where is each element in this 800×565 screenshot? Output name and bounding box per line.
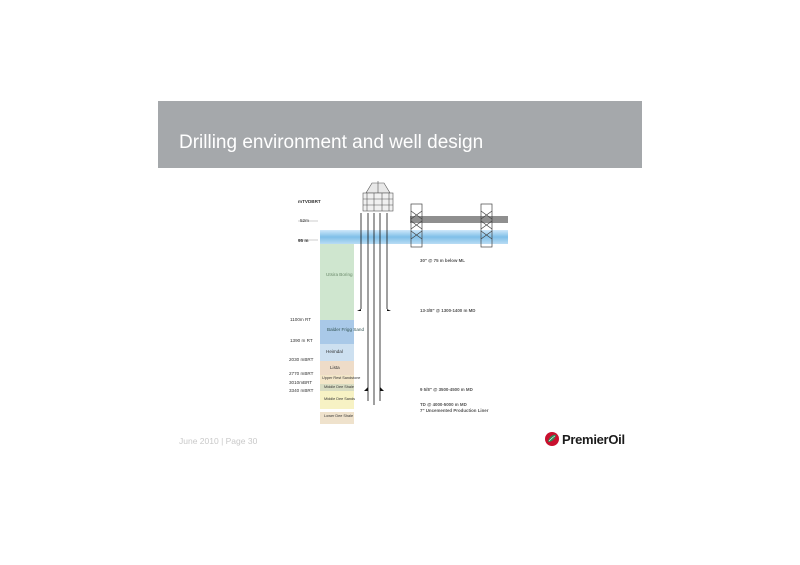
seabed-depth-label: 95 m [298,238,309,243]
casing-note: 9 5/8" @ 3500-4500 m MD [420,387,473,392]
casing-note: TD @ 4000-5000 m MD [420,402,467,407]
formation-lista [320,361,354,375]
depth-label: 1100m RT [290,317,312,322]
depth-header: mTVDBRT [298,199,321,204]
title-bar: Drilling environment and well design [158,101,642,168]
platform-deck [410,216,508,223]
footer-date-page: June 2010 | Page 30 [179,436,258,446]
formation-label: Balder Frigg Sand [327,327,365,332]
depth-label: 1390 m RT [290,338,313,343]
well-schematic [298,181,508,424]
depth-label: 3340 mBRT [289,388,314,393]
casing-note: 13-3/8" @ 1300-1400 m MD [420,308,476,313]
depth-label: 2030 mBRT [289,357,314,362]
formation-label: Middle Dee Sands [324,397,356,401]
formation-label: Upper Rest Sandstone [322,376,361,380]
slide-title: Drilling environment and well design [179,132,484,153]
jacket-structure [410,203,493,248]
logo-text: PremierOil [562,432,625,447]
formation-utsira [320,244,354,320]
depth-label: 3010mBRT [289,380,313,385]
formation-label: Middle Dee Shale [324,385,354,389]
formation-gap [320,409,354,412]
formation-heimdal [320,344,354,361]
company-logo: PremierOil [544,431,634,449]
formation-label: Utsira Boring [326,272,353,277]
premier-oil-leaf-icon [545,432,559,446]
formation-label: Lower Dee Shale [324,414,354,418]
formation-middle-dee-sands [320,391,354,409]
formation-middle-dee-shale [320,384,354,391]
formation-label: Lista [330,365,340,370]
casing-note: 30" @ 75 m below ML [420,258,465,263]
formation-lower-dee-shale [320,412,354,424]
drilling-rig-icon [362,181,394,212]
well-casings [360,213,388,405]
formation-label: Heimdal [326,349,343,354]
casing-note: 7" Uncemented Production Liner [420,408,489,413]
air-gap-label: 52m [300,218,309,223]
casing-shoes [357,309,391,391]
slide: Drilling environment and well design [158,101,642,465]
depth-label: 2770 mBRT [289,371,314,376]
formation-upper-rest [320,375,354,384]
formation-balder [320,320,354,344]
